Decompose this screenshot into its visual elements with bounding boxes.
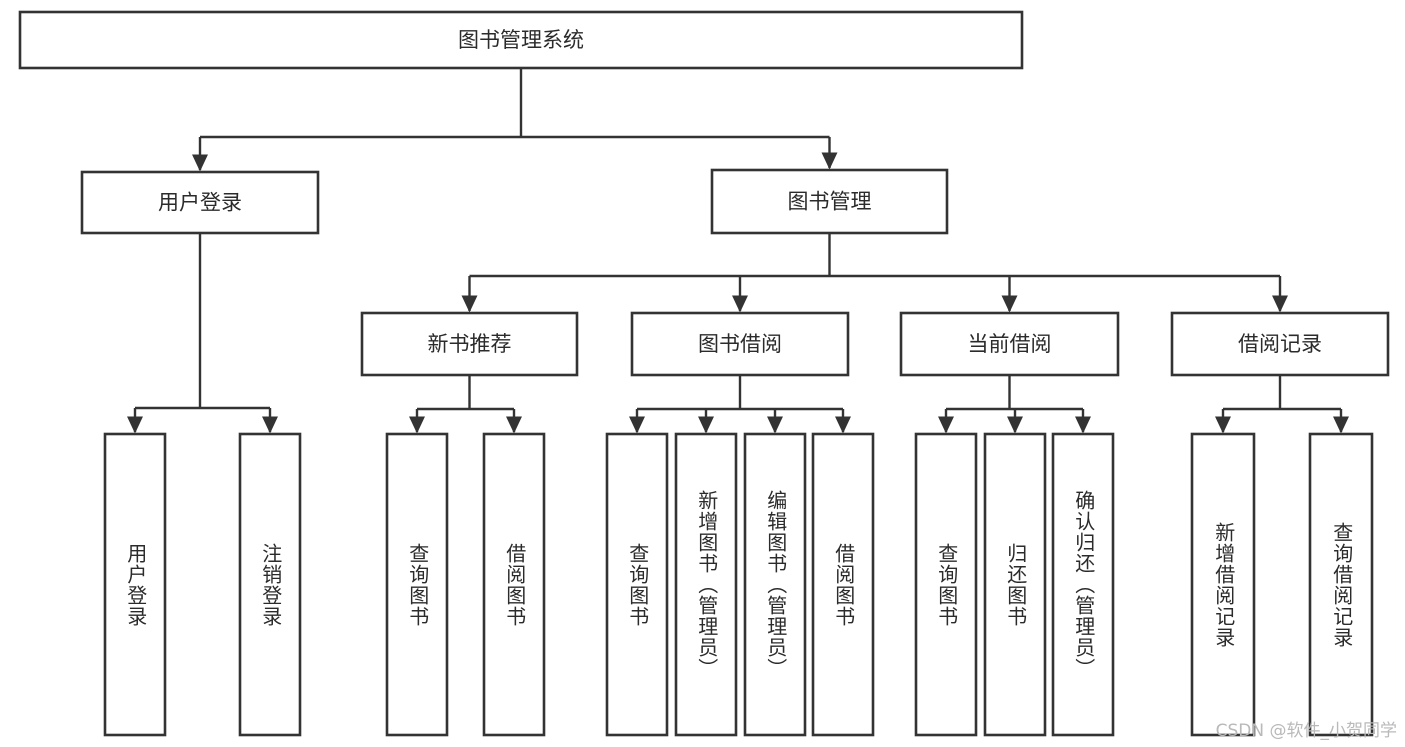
node-layer [18,10,1390,737]
leaf-node-10[interactable] [1051,432,1115,737]
leaf-node-8[interactable] [914,432,978,737]
csdn-watermark: CSDN @软件_小贺同学 [1215,721,1397,741]
leaf-node-7[interactable] [811,432,875,737]
node-root[interactable] [18,10,1024,70]
node-level2-3[interactable] [1170,311,1390,377]
node-level2-label-3: 借阅记录 [1238,332,1322,356]
node-level1-label-0: 用户登录 [158,191,242,215]
node-level1-0[interactable] [80,170,320,235]
node-level1-label-1: 图书管理 [788,190,872,214]
leaf-node-4[interactable] [605,432,669,737]
leaf-node-3[interactable] [482,432,546,737]
leaf-node-0[interactable] [103,432,167,737]
leaf-node-1[interactable] [238,432,302,737]
node-root-label: 图书管理系统 [458,28,584,52]
leaf-node-9[interactable] [983,432,1047,737]
leaf-node-11[interactable] [1190,432,1256,737]
node-level2-1[interactable] [630,311,850,377]
node-level2-label-1: 图书借阅 [698,332,782,356]
leaf-node-5[interactable] [674,432,738,737]
leaf-node-6[interactable] [743,432,807,737]
leaf-node-12[interactable] [1308,432,1374,737]
node-level2-label-2: 当前借阅 [968,332,1052,356]
connector-layer [126,68,1350,434]
node-level2-2[interactable] [899,311,1120,377]
node-level2-label-0: 新书推荐 [428,332,512,356]
node-level2-0[interactable] [360,311,579,377]
leaf-node-2[interactable] [385,432,449,737]
node-level1-1[interactable] [710,168,949,235]
